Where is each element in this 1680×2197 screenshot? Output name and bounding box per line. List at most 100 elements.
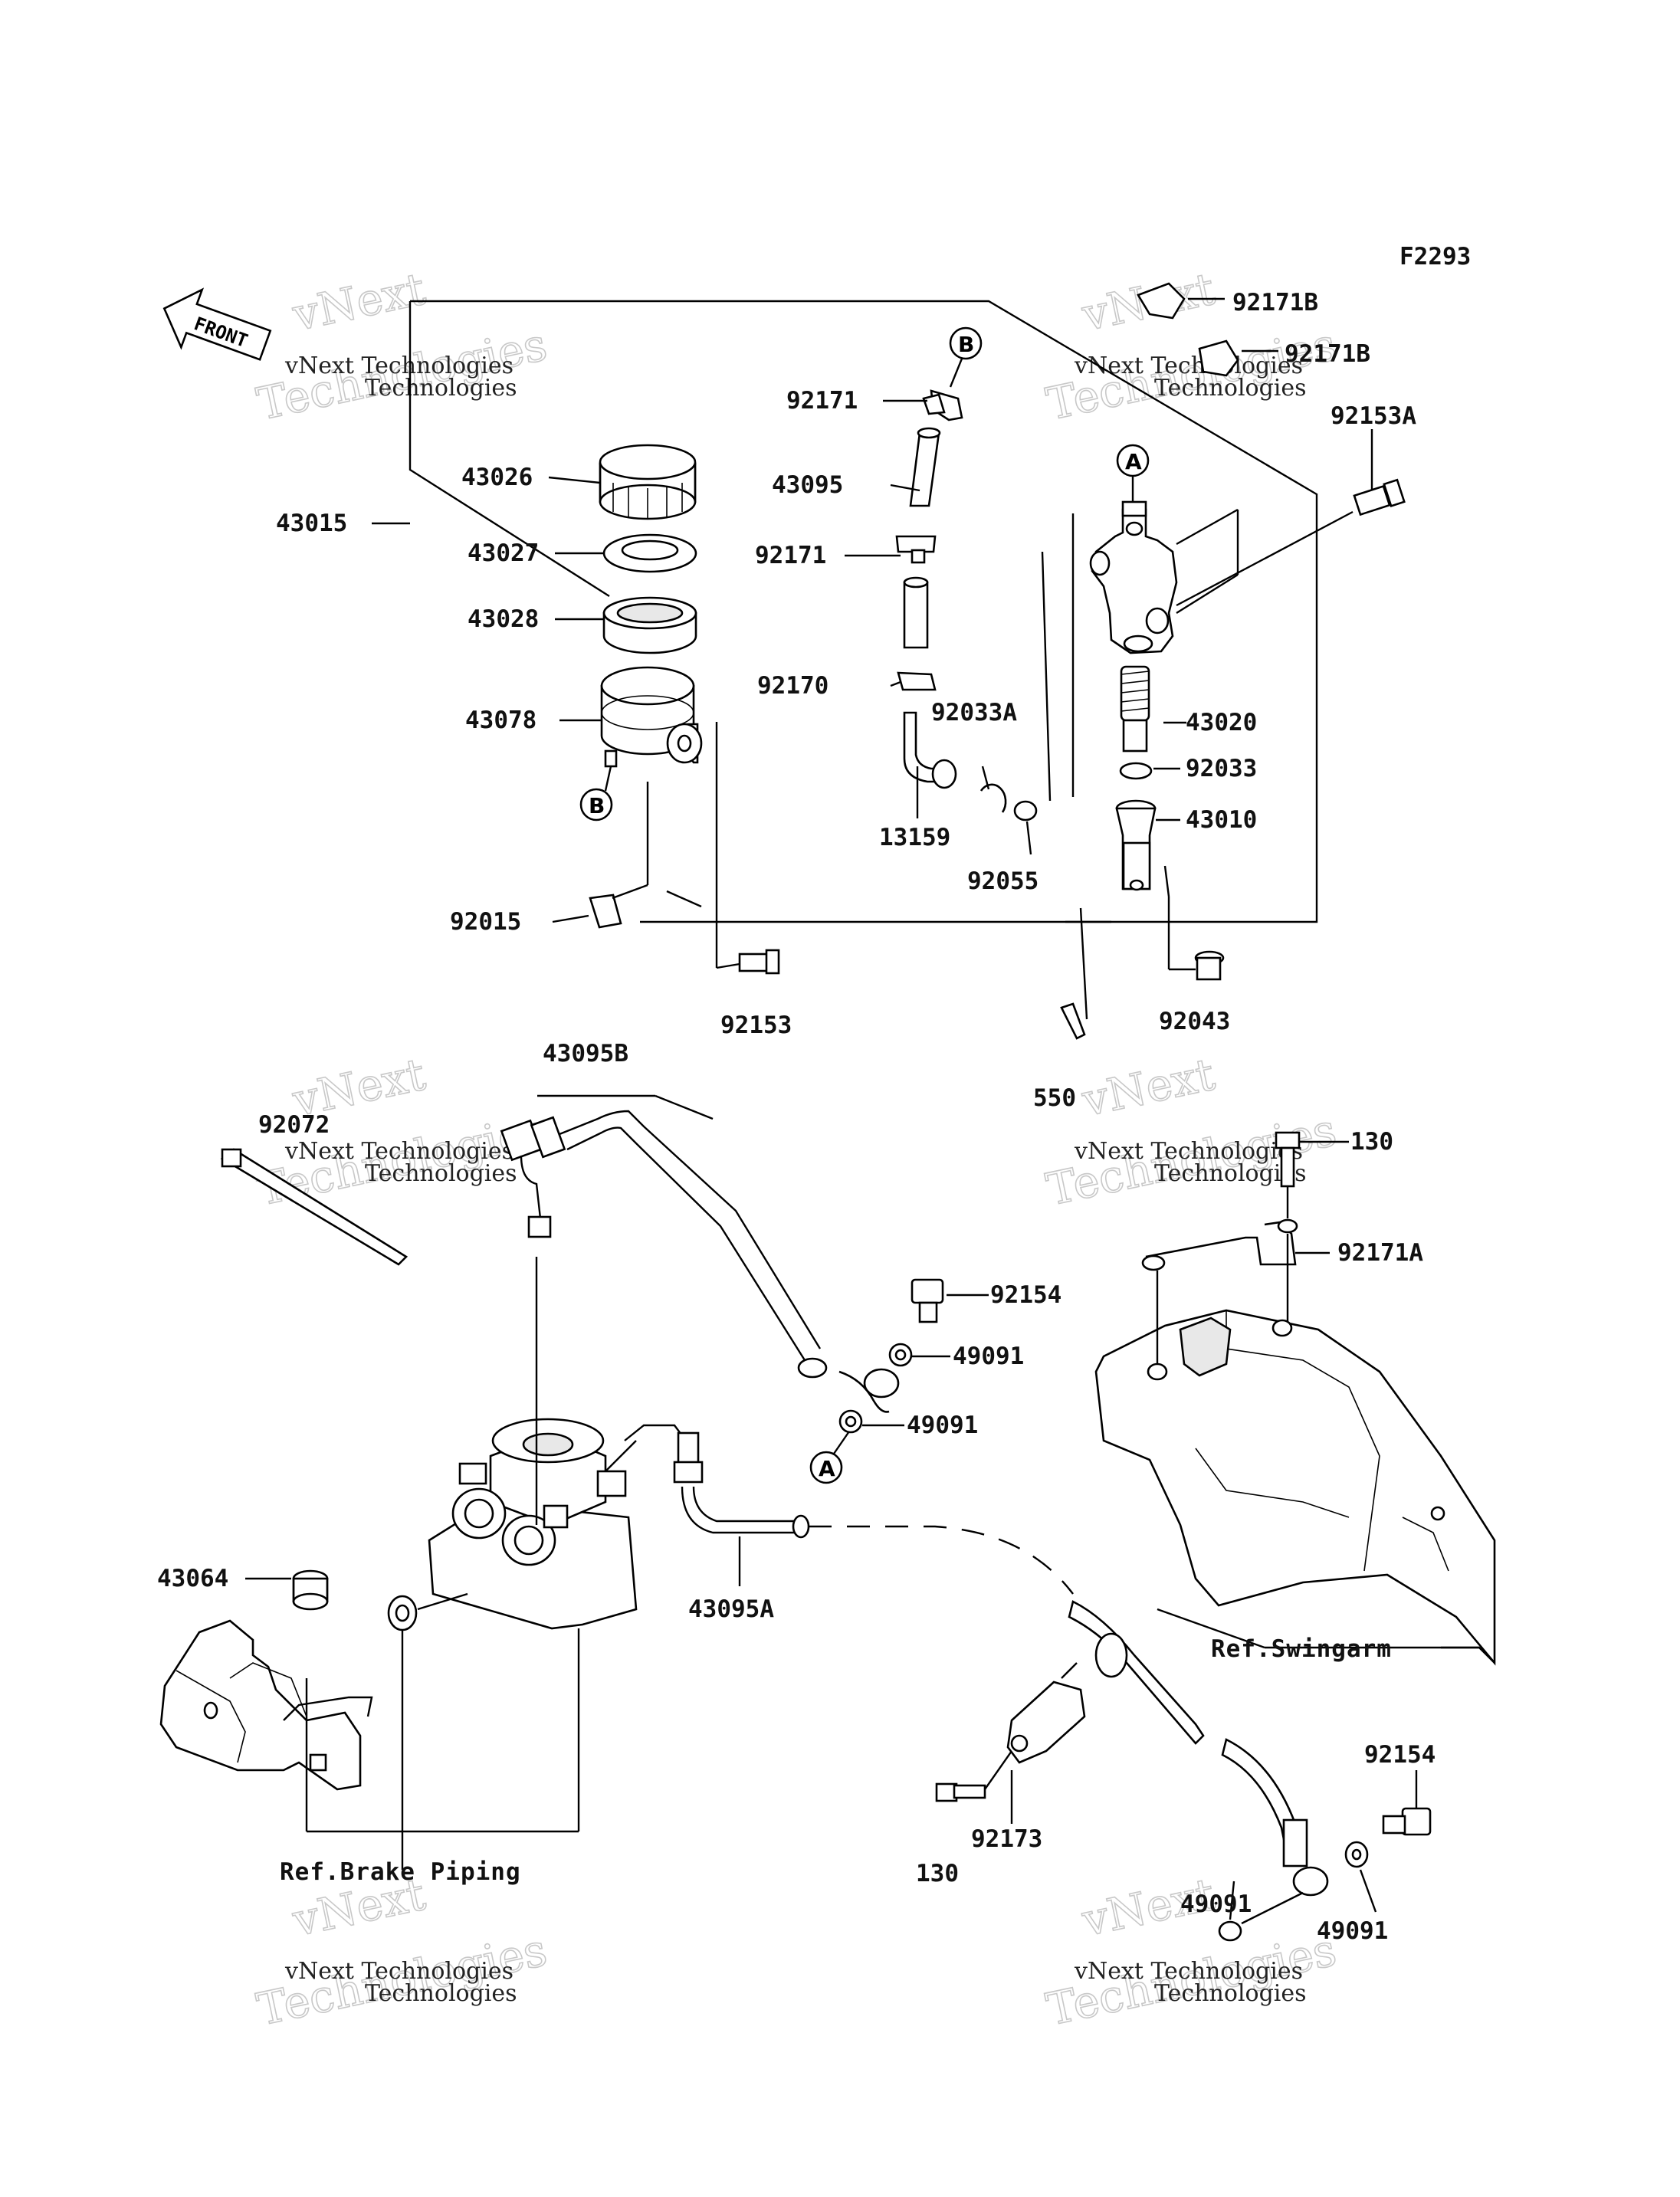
- watermark-text: vNext Technologies: [284, 1138, 514, 1165]
- part-label: 43095A: [688, 1595, 774, 1623]
- part-label: 43027: [468, 539, 539, 567]
- part-label: 43020: [1186, 709, 1257, 736]
- marker-B-top: B: [949, 326, 983, 388]
- part-label: 92154: [990, 1281, 1061, 1309]
- part-label: 92170: [757, 672, 829, 700]
- part-label: 92153A: [1331, 402, 1416, 430]
- part-label: 130: [1350, 1128, 1393, 1156]
- grommet-ref: [387, 1592, 468, 1870]
- banjo-bolt-92154-a[interactable]: [911, 1278, 944, 1323]
- part-label: 92154: [1364, 1741, 1436, 1769]
- svg-text:vNext: vNext: [287, 263, 429, 342]
- part-label: 92173: [971, 1825, 1042, 1853]
- part-label: 49091: [1317, 1917, 1388, 1945]
- circlip-92033[interactable]: [1119, 762, 1153, 780]
- hose-guide-92171A[interactable]: [1141, 1218, 1330, 1364]
- ref-brake-piping-label: Ref.Brake Piping: [280, 1858, 521, 1886]
- part-label: 130: [916, 1860, 959, 1887]
- clamp-92171B-a[interactable]: [1137, 282, 1186, 320]
- pin-92043[interactable]: [1194, 950, 1225, 981]
- leader-lines-bottom: [862, 1294, 1418, 1925]
- part-label: 92171A: [1337, 1239, 1423, 1267]
- reservoir-cap-43026[interactable]: [599, 444, 697, 520]
- watermark-top-right: Technologies vNext: [1042, 262, 1341, 431]
- watermark-text: Technologies: [365, 1980, 517, 2007]
- part-label: 92033A: [931, 699, 1017, 726]
- marker-A-bottom: A: [809, 1428, 851, 1484]
- svg-text:A: A: [1125, 449, 1142, 474]
- cable-tie-92072[interactable]: [220, 1148, 409, 1266]
- part-label: 43064: [157, 1565, 228, 1592]
- master-cylinder-body[interactable]: [1089, 500, 1239, 654]
- watermark-text: vNext Technologies: [284, 1958, 514, 1985]
- svg-text:B: B: [958, 332, 974, 357]
- bolt-92153[interactable]: [738, 949, 780, 975]
- part-label: 49091: [1180, 1890, 1252, 1918]
- hose-elbow-13159[interactable]: [903, 711, 957, 789]
- washer-49091-c[interactable]: [1218, 1920, 1242, 1942]
- cotter-pin-550[interactable]: [1060, 1002, 1086, 1040]
- reservoir-plate-43027[interactable]: [602, 533, 697, 573]
- abs-hydraulic-unit[interactable]: [428, 1257, 704, 1630]
- hose-clamp-92171-b[interactable]: [895, 535, 937, 564]
- watermark-text: Technologies: [1154, 1980, 1307, 2007]
- washer-49091-d[interactable]: [1344, 1841, 1369, 1868]
- reservoir-hose-43095[interactable]: [909, 427, 941, 507]
- hose-clamp-92171-a[interactable]: [922, 389, 963, 421]
- bolt-92153A[interactable]: [1176, 478, 1406, 607]
- part-label: 49091: [907, 1412, 978, 1439]
- svg-text:vNext: vNext: [1077, 1048, 1219, 1127]
- push-rod-spring-43020[interactable]: [1120, 665, 1150, 753]
- part-label: 43078: [465, 707, 536, 734]
- mount-bracket: [159, 1619, 580, 1833]
- watermark-text: vNext Technologies: [1074, 1138, 1303, 1165]
- part-label: 92153: [720, 1012, 792, 1039]
- o-ring-92055[interactable]: [1013, 800, 1038, 821]
- brake-hose-43095A[interactable]: [681, 1486, 1074, 1595]
- part-label: 43095: [772, 471, 843, 499]
- watermark-bottom-right: Technologies vNext: [1042, 1867, 1341, 2037]
- part-label: 92171B: [1285, 340, 1370, 368]
- hose-clip-92170[interactable]: [897, 671, 937, 691]
- part-label: 43095B: [543, 1040, 628, 1067]
- hose-bracket-92173[interactable]: [1006, 1662, 1086, 1764]
- part-label: 43028: [468, 605, 539, 633]
- clip-92015[interactable]: [589, 894, 622, 929]
- part-label: 92055: [967, 867, 1039, 895]
- part-label: 43010: [1186, 806, 1257, 834]
- swingarm-reference: [1094, 1309, 1496, 1666]
- grommet-43064[interactable]: [245, 1569, 329, 1611]
- push-rod-43010[interactable]: [1115, 799, 1157, 891]
- part-label: 92171B: [1232, 289, 1318, 316]
- ref-swingarm-label: Ref.Swingarm: [1211, 1635, 1392, 1663]
- rear-brake-hose[interactable]: [1068, 1600, 1329, 1897]
- watermark-text: vNext Technologies: [1074, 353, 1303, 379]
- watermark-top-left: Technologies vNext: [252, 262, 552, 431]
- part-label: 550: [1033, 1084, 1076, 1112]
- reservoir-body-43078[interactable]: [600, 666, 703, 768]
- front-arrow-icon: FRONT: [162, 287, 272, 361]
- part-label: 49091: [953, 1343, 1024, 1370]
- hose-segment: [903, 576, 929, 649]
- leader-lines-top: [548, 297, 1373, 1020]
- watermark-text: Technologies: [365, 375, 517, 402]
- brake-hose-43095B[interactable]: [500, 1094, 900, 1413]
- washer-49091-a[interactable]: [888, 1343, 913, 1367]
- figure-code: F2293: [1399, 243, 1471, 271]
- bolt-130-a[interactable]: [1275, 1131, 1349, 1218]
- banjo-bolt-92154-b[interactable]: [1382, 1807, 1432, 1836]
- part-label: 92043: [1159, 1008, 1230, 1035]
- washer-49091-b[interactable]: [838, 1409, 863, 1434]
- part-label: 43026: [461, 464, 533, 491]
- clamp-92171B-b[interactable]: [1198, 339, 1239, 377]
- bolt-130-b[interactable]: [935, 1750, 1012, 1802]
- part-label: 92171: [786, 387, 858, 415]
- svg-text:A: A: [819, 1456, 835, 1481]
- circlip-92033A[interactable]: [979, 783, 1007, 813]
- watermark-text: Technologies: [1154, 375, 1307, 402]
- reservoir-diaphragm-43028[interactable]: [602, 596, 697, 654]
- part-label: 43015: [276, 510, 347, 537]
- marker-A-top: A: [1116, 444, 1150, 502]
